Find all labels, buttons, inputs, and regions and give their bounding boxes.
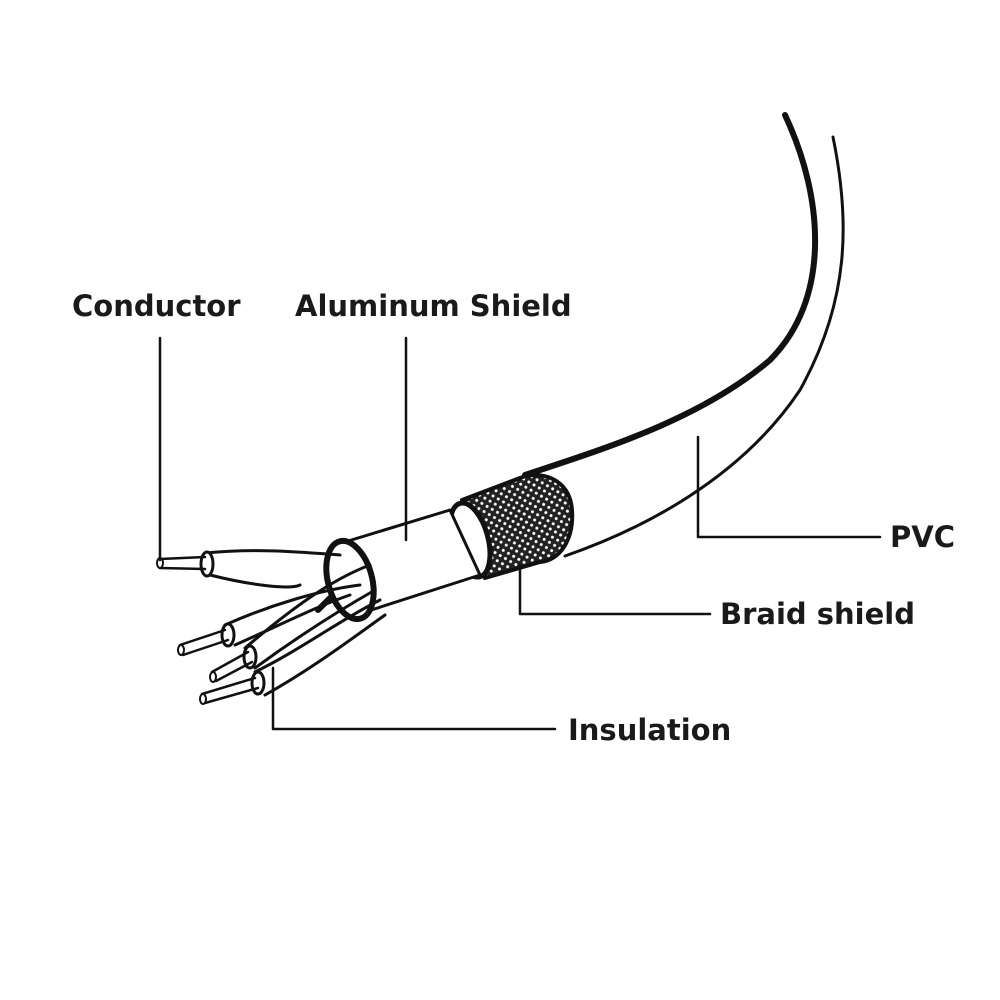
conductor-wire-1: [178, 628, 230, 657]
label-pvc: PVC: [890, 520, 955, 554]
conductor-wire-2: [210, 650, 254, 683]
insulated-wire-lower-2: [243, 563, 377, 670]
pvc-jacket-bottom-edge: [563, 135, 845, 558]
insulated-wire-lower-3: [253, 598, 387, 697]
conductor-wire-3: [200, 676, 260, 705]
label-insulation: Insulation: [568, 713, 731, 747]
insulated-wire-lower-1: [223, 583, 362, 647]
leader-pvc: [696, 435, 882, 539]
label-aluminum-shield: Aluminum Shield: [295, 289, 572, 323]
pvc-jacket-top-edge: [522, 112, 819, 478]
leader-braid-shield: [518, 563, 712, 616]
label-braid-shield: Braid shield: [720, 597, 915, 631]
leader-insulation: [271, 666, 557, 731]
insulated-wire-top: [203, 549, 342, 589]
conductor-wire-top: [158, 555, 207, 571]
label-conductor: Conductor: [72, 289, 241, 323]
